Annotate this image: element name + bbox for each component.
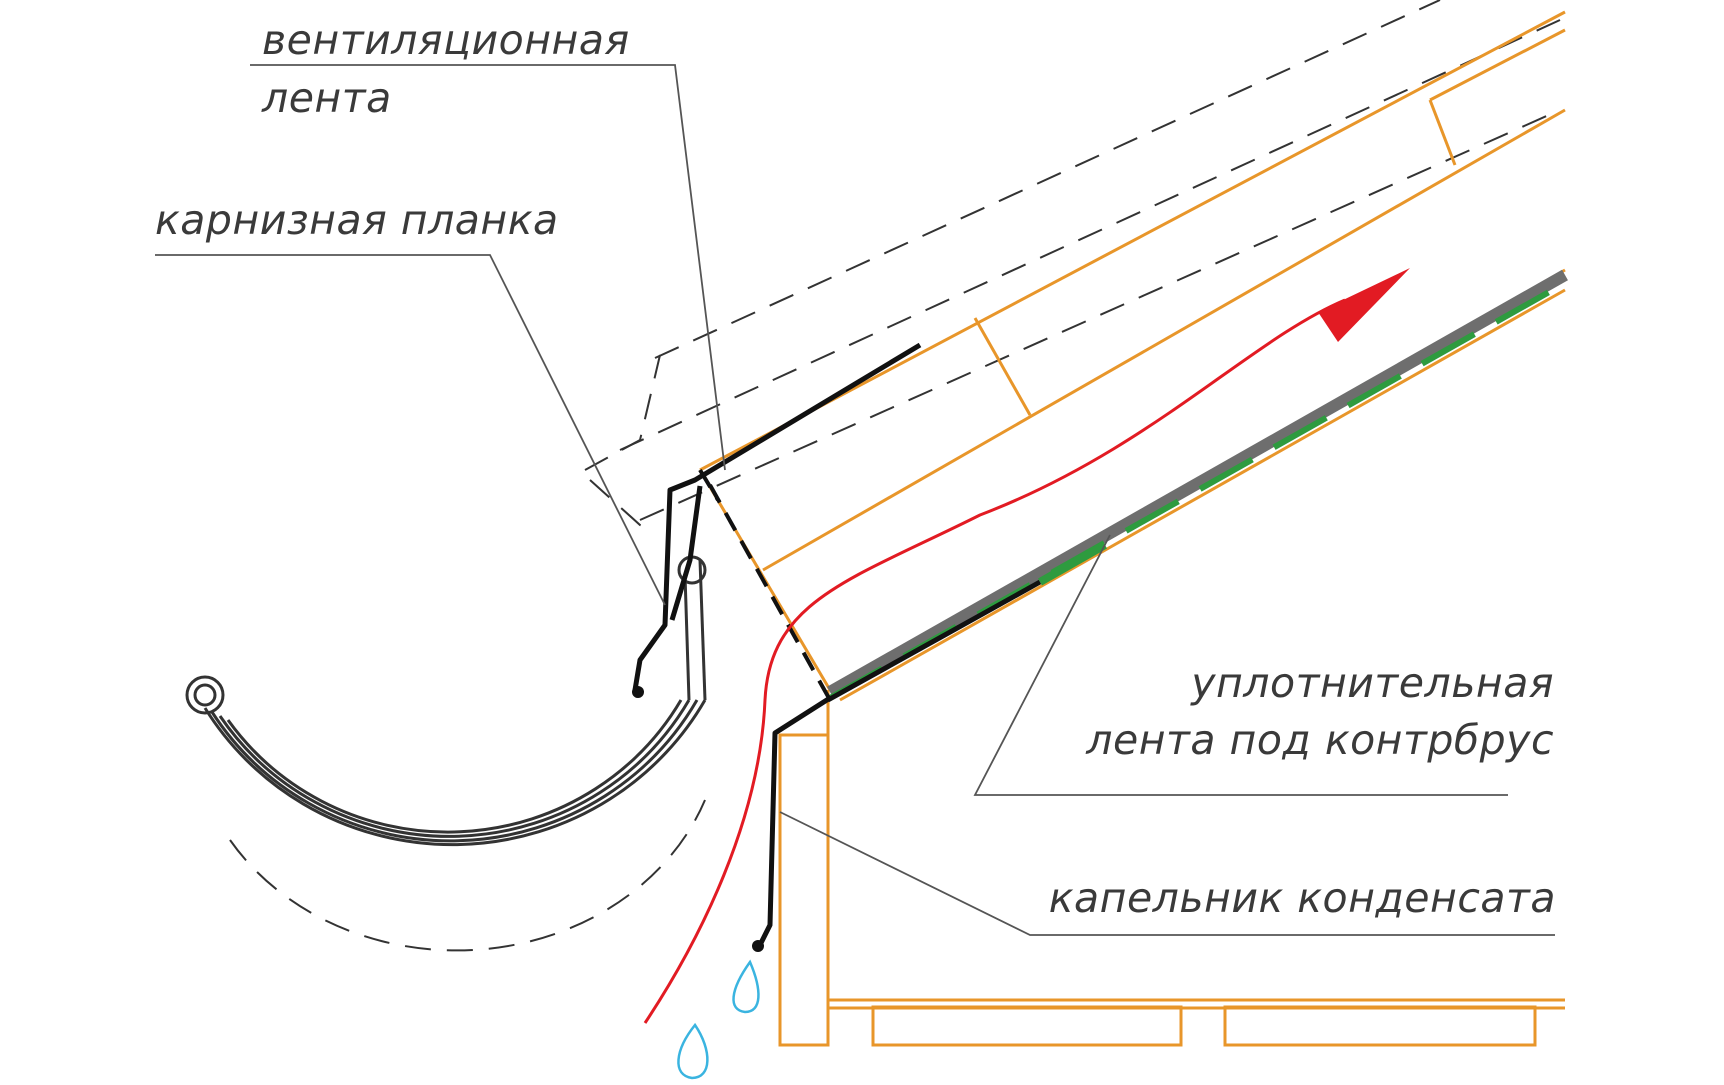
seal-tape-label-line1: уплотнительная [1191,659,1554,707]
timber-elements [698,10,1566,1047]
underlay-membrane [827,269,1568,701]
gutter-outline-dashed [229,799,706,952]
gutter [185,555,707,847]
drip-edge-label: капельник конденсата [1048,874,1556,922]
drip-tip-2 [752,940,764,952]
leader-lines [155,64,1555,936]
ventilation-tape-dashed [698,468,832,701]
water-drops [677,959,760,1080]
drip-tip [632,686,644,698]
ventilation-tape-label-line1: вентиляционная [262,16,630,64]
ventilation-tape-label-line2: лента [262,74,392,122]
airflow-arrow [643,268,1410,1024]
roof-covering-dashed [584,0,1561,531]
condensate-drip [757,579,1042,947]
seal-tape-label-line2: лента под контрбрус [1086,716,1554,764]
eaves-strip [632,342,922,691]
eaves-strip-label: карнизная планка [155,196,559,244]
